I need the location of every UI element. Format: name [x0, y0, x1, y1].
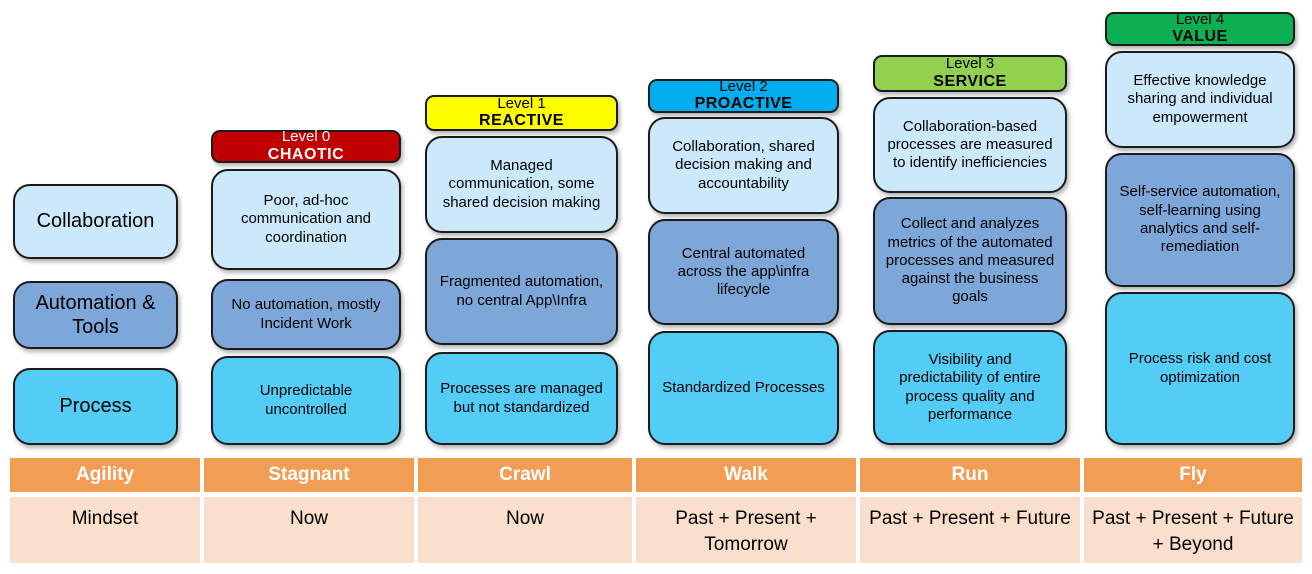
- level-2-name: PROACTIVE: [694, 95, 793, 113]
- level-3-name: SERVICE: [933, 72, 1007, 90]
- level-2-collaboration-text: Collaboration, shared decision making an…: [672, 138, 815, 192]
- level-3-process-text: Visibility and predictability of entire …: [899, 350, 1041, 423]
- level-0-label: Level 0: [281, 128, 331, 146]
- mindset-cell-fly: Past + Present + Future + Beyond: [1084, 497, 1302, 563]
- agility-cell-crawl: Crawl: [418, 458, 632, 492]
- row-label-automation-tools: Automation & Tools: [13, 281, 178, 349]
- level-4-process-box: Process risk and cost optimization: [1105, 292, 1295, 445]
- level-0-process-text: Unpredictable uncontrolled: [259, 382, 353, 418]
- row-label-collaboration: Collaboration: [13, 184, 178, 259]
- agility-fly-text: Fly: [1179, 464, 1207, 485]
- level-1-name: REACTIVE: [479, 112, 564, 130]
- level-4-name: VALUE: [1172, 28, 1228, 46]
- level-4-collaboration-box: Effective knowledge sharing and individu…: [1105, 51, 1295, 148]
- level-3-automation-text: Collect and analyzes metrics of the auto…: [885, 215, 1055, 306]
- mindset-stagnant-text: Now: [289, 508, 328, 529]
- level-0-header: Level 0 CHAOTIC: [211, 128, 401, 163]
- level-2-process-text: Standardized Processes: [662, 378, 825, 396]
- level-4-automation-box: Self-service automation, self-learning u…: [1105, 153, 1295, 287]
- mindset-cell-run: Past + Present + Future: [860, 497, 1080, 563]
- row-label-process-text: Process: [59, 395, 132, 418]
- level-0-automation-box: No automation, mostly Incident Work: [211, 279, 401, 350]
- agility-stagnant-text: Stagnant: [268, 464, 350, 485]
- mindset-row-header: Mindset: [10, 497, 200, 563]
- level-2-process-box: Standardized Processes: [648, 331, 839, 445]
- level-1-label: Level 1: [497, 94, 546, 112]
- agility-run-text: Run: [951, 464, 989, 485]
- level-1-collaboration-box: Managed communication, some shared decis…: [425, 136, 618, 233]
- level-4-header: Level 4 VALUE: [1105, 10, 1295, 46]
- level-1-collaboration-text: Managed communication, some shared decis…: [442, 157, 601, 211]
- level-1-automation-box: Fragmented automation, no central App\In…: [425, 238, 618, 345]
- agility-cell-run: Run: [860, 458, 1080, 492]
- level-4-automation-text: Self-service automation, self-learning u…: [1119, 183, 1281, 256]
- agility-cell-walk: Walk: [636, 458, 856, 492]
- level-0-process-box: Unpredictable uncontrolled: [211, 356, 401, 445]
- level-0-name: CHAOTIC: [267, 145, 345, 163]
- row-label-process: Process: [13, 368, 178, 445]
- level-3-automation-box: Collect and analyzes metrics of the auto…: [873, 197, 1067, 325]
- level-1-automation-text: Fragmented automation, no central App\In…: [439, 273, 604, 309]
- mindset-crawl-text: Now: [505, 508, 544, 529]
- level-3-process-box: Visibility and predictability of entire …: [873, 330, 1067, 445]
- level-2-automation-box: Central automated across the app\infra l…: [648, 219, 839, 325]
- mindset-cell-stagnant: Now: [204, 497, 414, 563]
- level-3-label: Level 3: [945, 55, 995, 73]
- level-1-process-text: Processes are managed but not standardiz…: [440, 380, 603, 416]
- level-0-collaboration-text: Poor, ad-hoc communication and coordinat…: [240, 192, 372, 246]
- agility-crawl-text: Crawl: [499, 464, 551, 485]
- level-4-process-text: Process risk and cost optimization: [1128, 350, 1272, 386]
- mindset-header-text: Mindset: [71, 508, 139, 529]
- level-4-collaboration-text: Effective knowledge sharing and individu…: [1127, 72, 1273, 126]
- level-3-collaboration-box: Collaboration-based processes are measur…: [873, 97, 1067, 193]
- level-3-header: Level 3 SERVICE: [873, 55, 1067, 92]
- level-1-process-box: Processes are managed but not standardiz…: [425, 352, 618, 445]
- level-1-header: Level 1 REACTIVE: [425, 95, 618, 131]
- mindset-cell-walk: Past + Present + Tomorrow: [636, 497, 856, 563]
- level-4-label: Level 4: [1175, 10, 1225, 28]
- level-2-automation-text: Central automated across the app\infra l…: [677, 244, 810, 299]
- agility-walk-text: Walk: [724, 464, 768, 485]
- mindset-walk-text: Past + Present + Tomorrow: [675, 508, 817, 555]
- level-2-label: Level 2: [719, 77, 768, 95]
- mindset-run-text: Past + Present + Future: [869, 508, 1071, 529]
- agility-cell-stagnant: Stagnant: [204, 458, 414, 492]
- level-2-header: Level 2 PROACTIVE: [648, 77, 839, 113]
- level-3-collaboration-text: Collaboration-based processes are measur…: [887, 117, 1053, 172]
- row-label-automation-tools-text: Automation & Tools: [35, 291, 156, 338]
- level-0-collaboration-box: Poor, ad-hoc communication and coordinat…: [211, 169, 401, 270]
- agility-cell-fly: Fly: [1084, 458, 1302, 492]
- agility-header-text: Agility: [75, 464, 135, 485]
- level-2-collaboration-box: Collaboration, shared decision making an…: [648, 117, 839, 214]
- row-label-collaboration-text: Collaboration: [36, 210, 155, 233]
- level-0-automation-text: No automation, mostly Incident Work: [231, 296, 381, 332]
- agility-row-header: Agility: [10, 458, 200, 492]
- mindset-cell-crawl: Now: [418, 497, 632, 563]
- mindset-fly-text: Past + Present + Future + Beyond: [1092, 508, 1294, 555]
